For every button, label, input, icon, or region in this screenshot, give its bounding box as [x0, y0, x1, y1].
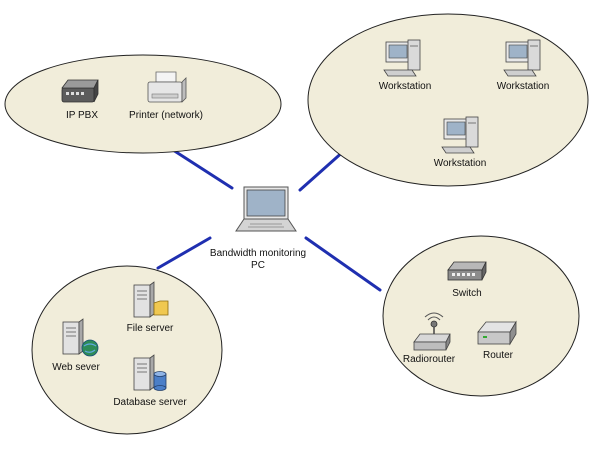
- switch-icon: [447, 261, 487, 281]
- link-workstations: [298, 148, 347, 192]
- device-label-database-server: Database server: [113, 397, 187, 408]
- device-label-web-server: Web sever: [52, 362, 100, 373]
- links: [156, 148, 382, 292]
- zone-servers: [31, 265, 223, 435]
- database-server-icon: [133, 354, 167, 391]
- router-icon: [477, 320, 517, 346]
- device-label-switch: Switch: [452, 288, 481, 299]
- workstation-icon: [383, 39, 421, 77]
- device-label-workstation-3: Workstation: [434, 158, 487, 169]
- center-label-line2: PC: [251, 260, 265, 271]
- zone-telephony: [4, 54, 282, 154]
- laptop-icon: [235, 186, 297, 232]
- device-label-ip-pbx: IP PBX: [66, 110, 98, 121]
- device-label-printer: Printer (network): [129, 110, 203, 121]
- device-label-router: Router: [483, 350, 514, 361]
- zones: [4, 13, 589, 435]
- device-label-workstation-2: Workstation: [497, 81, 550, 92]
- workstation-icon: [503, 39, 541, 77]
- printer-icon: [147, 71, 187, 103]
- link-network: [304, 236, 382, 292]
- file-server-icon: [133, 281, 169, 318]
- zone-network: [382, 235, 580, 397]
- center-label-line1: Bandwidth monitoring: [210, 248, 306, 259]
- device-label-file-server: File server: [127, 323, 174, 334]
- device-label-workstation-1: Workstation: [379, 81, 432, 92]
- link-servers: [156, 236, 212, 270]
- web-server-icon: [62, 318, 99, 357]
- radiorouter-icon: [413, 312, 451, 351]
- workstation-icon: [441, 116, 479, 154]
- link-telephony: [171, 148, 234, 190]
- ip-pbx-icon: [61, 79, 99, 103]
- device-label-radiorouter: Radiorouter: [403, 354, 456, 365]
